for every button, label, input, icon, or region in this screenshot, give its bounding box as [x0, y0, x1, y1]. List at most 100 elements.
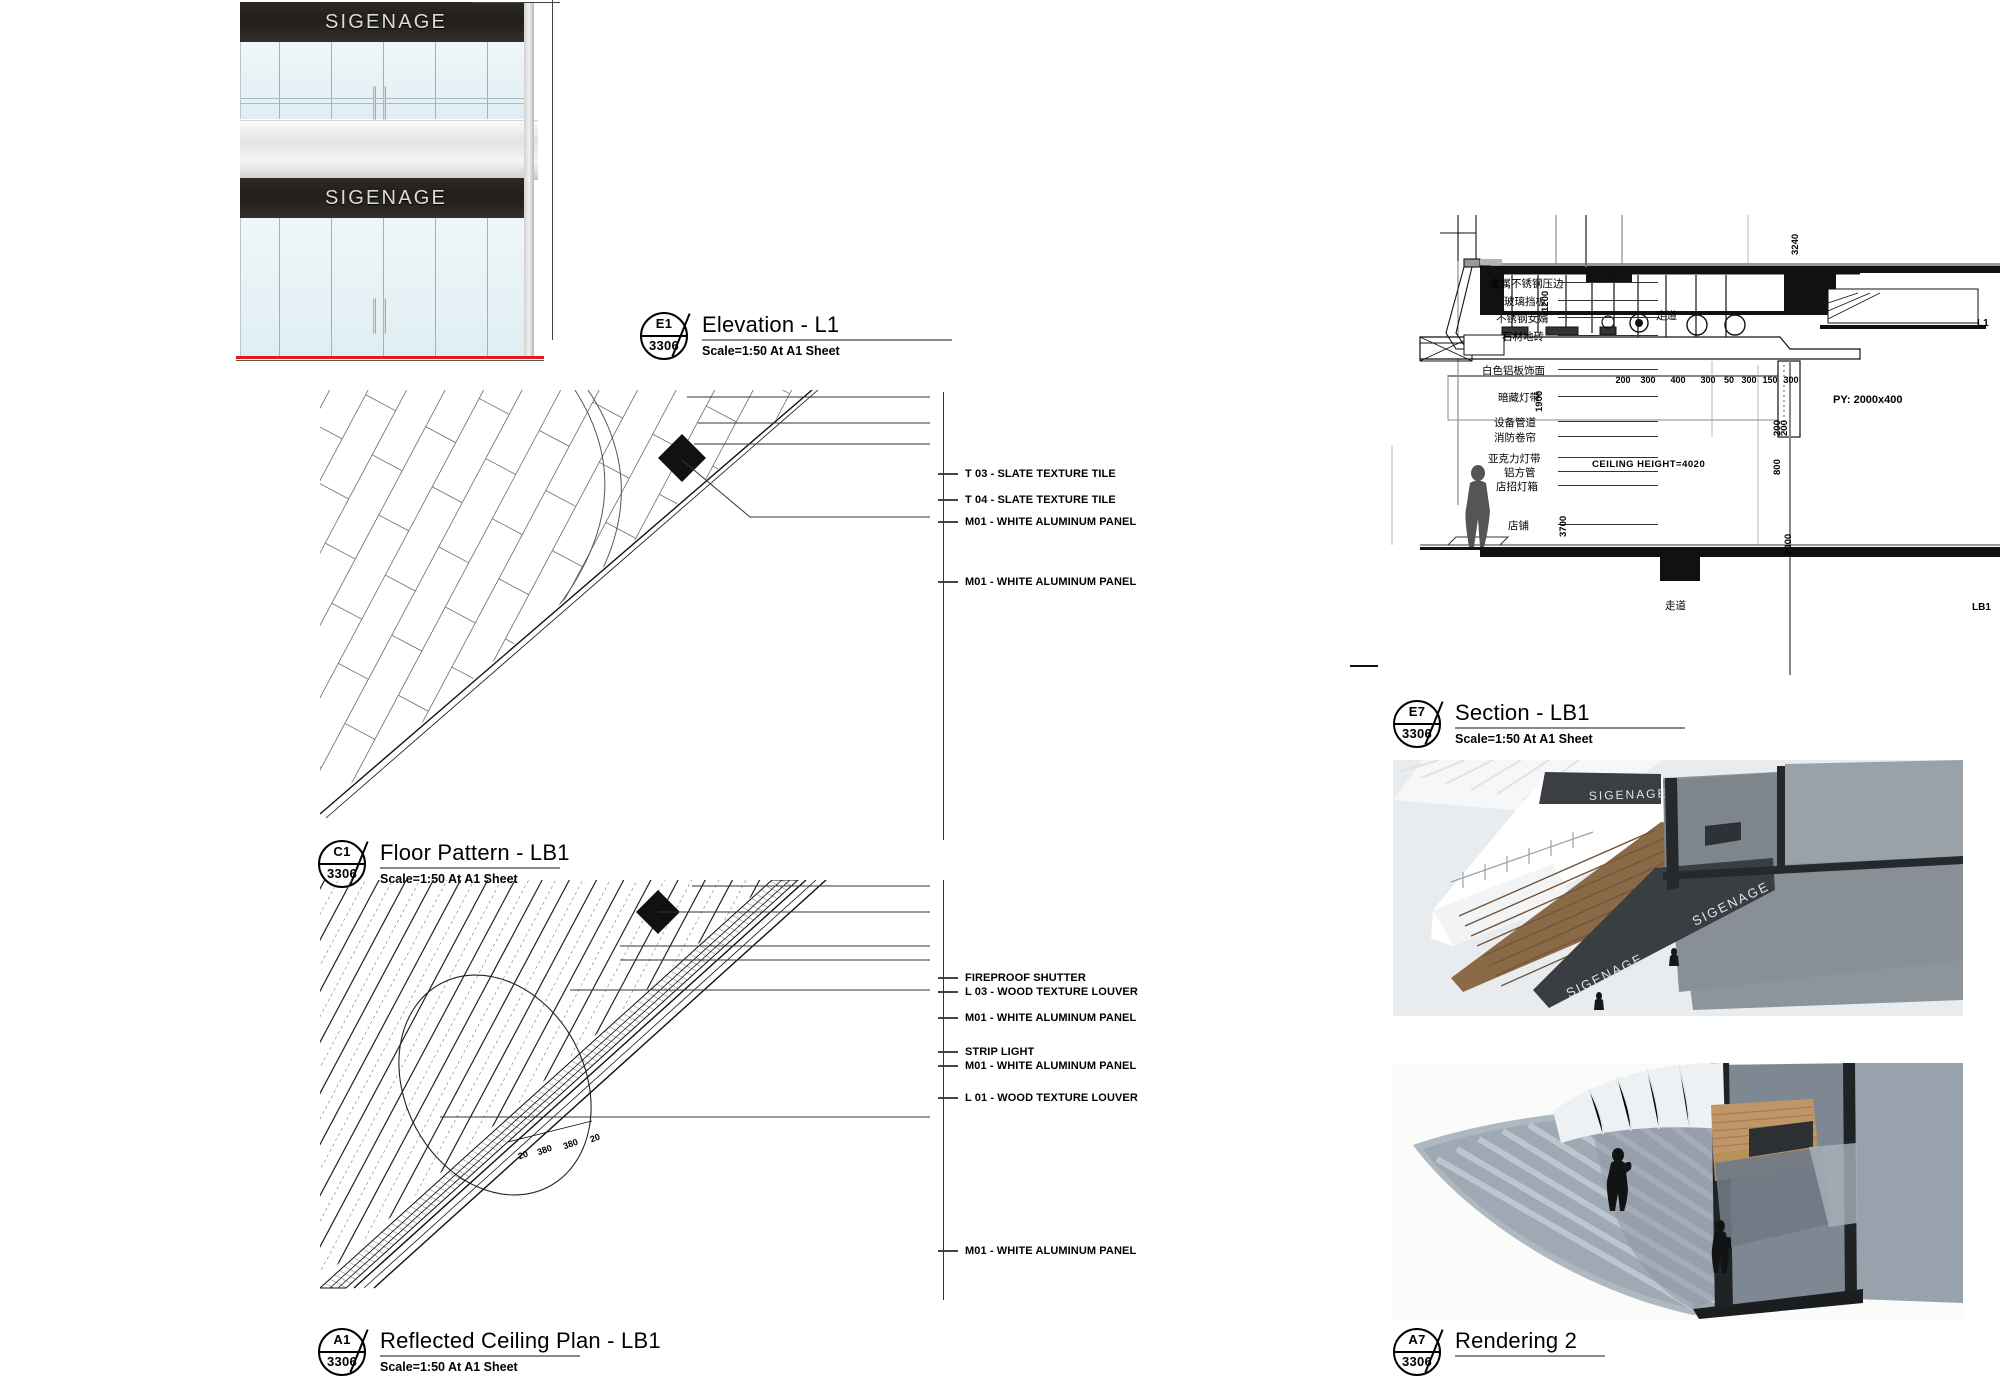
leader-dash [938, 1097, 958, 1099]
leader-dash [938, 1017, 958, 1019]
leader-rcp-0: FIREPROOF SHUTTER [938, 972, 1086, 984]
leader-dash [938, 473, 958, 475]
dim-300a: 300 [1640, 375, 1656, 385]
view-scale-elevation: Scale=1:50 At A1 Sheet [702, 344, 840, 359]
leader-label: FIREPROOF SHUTTER [965, 972, 1086, 984]
leader-label: STRIP LIGHT [965, 1046, 1035, 1058]
view-tag-number: A1 [333, 1332, 351, 1347]
section-corridor-bottom: 走道 [1665, 600, 1686, 612]
section-ceiling-height-note: CEILING HEIGHT=4020 [1592, 459, 1706, 470]
dim-300c: 300 [1741, 375, 1757, 385]
section-ceiling-run-dims: 200 300 400 300 50 300 150 300 [1611, 375, 1803, 385]
section-leader-4 [1558, 369, 1658, 370]
titleblock-section: E7 3306 Section - LB1 Scale=1:50 At A1 S… [1393, 700, 1685, 748]
elevation-drawing: SIGENAGE SIGENAGE [232, 0, 560, 362]
titleblock-floor-pattern: C1 3306 Floor Pattern - LB1 Scale=1:50 A… [318, 840, 570, 888]
section-label-10: 店招灯箱 [1496, 481, 1538, 493]
leader-rcp-6: M01 - WHITE ALUMINUM PANEL [938, 1245, 1136, 1257]
section-drawing [1360, 205, 2000, 675]
view-tag-rcp: A1 3306 [318, 1328, 366, 1376]
section-dim-2900: 2900 [1783, 533, 1794, 555]
rendering-1-image: SIGENAGE SIGENAGE SIGENAGE [1393, 760, 1963, 1016]
leader-fp-1: T 04 - SLATE TEXTURE TILE [938, 494, 1116, 506]
leader-label: L 03 - WOOD TEXTURE LOUVER [965, 986, 1138, 998]
rendering-1-svg: SIGENAGE SIGENAGE SIGENAGE [1393, 760, 1963, 1016]
rcp-svg [318, 871, 930, 1289]
section-corridor-top: 走道 [1656, 310, 1677, 322]
leader-label: M01 - WHITE ALUMINUM PANEL [965, 1060, 1137, 1072]
view-sheet-number: 3306 [1401, 726, 1433, 741]
section-label-5: 暗藏灯带 [1498, 392, 1540, 404]
leader-rcp-3: STRIP LIGHT [938, 1046, 1034, 1058]
section-leader-11 [1558, 524, 1658, 525]
section-leader-2 [1558, 317, 1658, 318]
dim-150: 150 [1762, 375, 1778, 385]
section-duct-note: PY: 2000x400 [1833, 394, 1903, 406]
section-leader-7 [1558, 436, 1658, 437]
section-leader-3 [1558, 335, 1658, 336]
view-tag-section: E7 3306 [1393, 700, 1441, 748]
view-tag-number: E1 [655, 316, 673, 331]
titleblock-rendering2: A7 3306 Rendering 2 [1393, 1328, 1605, 1376]
leader-rcp-1: L 03 - WOOD TEXTURE LOUVER [938, 986, 1138, 998]
view-tag-floor-pattern: C1 3306 [318, 840, 366, 888]
rendering-2-svg [1393, 1063, 1963, 1321]
section-leader-5 [1558, 396, 1658, 397]
leader-label: T 04 - SLATE TEXTURE TILE [965, 494, 1116, 506]
section-crop-mark [1350, 665, 1378, 667]
view-tag-number: A7 [1408, 1332, 1426, 1347]
leader-rcp-2: M01 - WHITE ALUMINUM PANEL [938, 1012, 1136, 1024]
view-title-elevation: Elevation - L1 [702, 312, 840, 337]
leader-dash [938, 581, 958, 583]
dim-300d: 300 [1783, 375, 1799, 385]
section-leader-0 [1558, 282, 1658, 283]
rcp-dimension-string [507, 1120, 593, 1143]
canopy-fascia [240, 120, 538, 180]
leader-label: L 01 - WOOD TEXTURE LOUVER [965, 1092, 1138, 1104]
section-leader-6 [1558, 421, 1658, 422]
section-dim-3700: 3700 [1558, 515, 1569, 537]
view-sheet-number: 3306 [1401, 1354, 1433, 1369]
rendering-2-image [1393, 1063, 1963, 1321]
leader-label: M01 - WHITE ALUMINUM PANEL [965, 1245, 1137, 1257]
elevation-right-boundary [552, 0, 553, 340]
rcp-right-rule [943, 880, 944, 1300]
titleblock-elevation: E1 3306 Elevation - L1 Scale=1:50 At A1 … [640, 312, 952, 360]
reflected-ceiling-plan-drawing [318, 871, 950, 1300]
door-handle-lower-left [373, 298, 376, 334]
view-sheet-number: 3306 [648, 338, 680, 353]
section-leader-1 [1558, 300, 1658, 301]
fireproof-shutter-band [318, 879, 800, 1289]
view-scale-floor-pattern: Scale=1:50 At A1 Sheet [380, 872, 518, 887]
section-dim-3240: 3240 [1790, 233, 1801, 255]
storefront-glass-upper [240, 42, 532, 119]
signage-band-lower: SIGENAGE [240, 178, 532, 218]
view-title-rcp: Reflected Ceiling Plan - LB1 [380, 1328, 661, 1353]
render2-figure-1 [1606, 1148, 1632, 1211]
storefront-edge-post [524, 2, 534, 356]
leader-dash [938, 1051, 958, 1053]
section-level-lb1: LB1 [1972, 602, 1991, 613]
view-tag-elevation: E1 3306 [640, 312, 688, 360]
leader-dash [938, 977, 958, 979]
section-label-4: 白色铝板饰面 [1482, 365, 1545, 377]
leader-fp-2: M01 - WHITE ALUMINUM PANEL [938, 516, 1136, 528]
section-label-6: 设备管道 [1494, 417, 1536, 429]
signage-band-upper: SIGENAGE [240, 2, 532, 42]
view-title-section: Section - LB1 [1455, 700, 1590, 725]
view-tag-number: C1 [333, 844, 351, 859]
leader-dash [938, 1065, 958, 1067]
dim-300b: 300 [1700, 375, 1716, 385]
ceiling-ellipse-feature [398, 974, 592, 1196]
dim-400: 400 [1670, 375, 1686, 385]
section-leader-8 [1558, 457, 1658, 458]
leader-dash [938, 991, 958, 993]
view-tag-rendering2: A7 3306 [1393, 1328, 1441, 1376]
section-label-8: 亚克力灯带 [1488, 453, 1541, 465]
section-label-0: 金属不锈钢压边 [1490, 278, 1564, 290]
titleblock-rcp: A1 3306 Reflected Ceiling Plan - LB1 Sca… [318, 1328, 661, 1376]
section-label-1: 玻璃挡板 [1504, 296, 1546, 308]
dim-200: 200 [1615, 375, 1631, 385]
leader-label: M01 - WHITE ALUMINUM PANEL [965, 1012, 1137, 1024]
floor-plan-right-rule [943, 392, 944, 840]
